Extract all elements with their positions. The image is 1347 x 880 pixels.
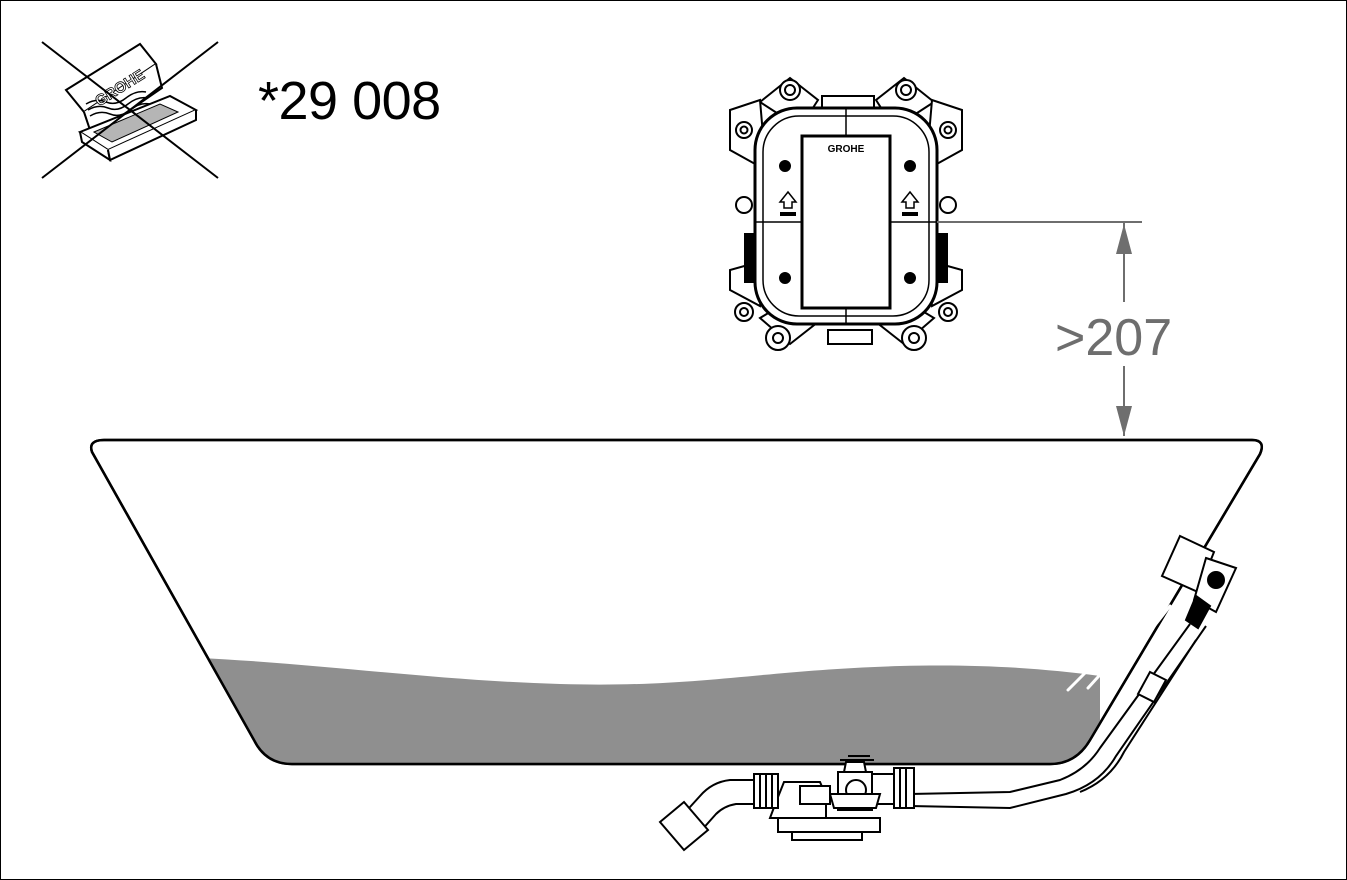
water-jet <box>1066 594 1180 694</box>
grohe-body-logo: GROHE <box>828 144 865 155</box>
not-included-package-icon: GROHE <box>41 41 219 179</box>
bath-water <box>150 656 1100 764</box>
overflow-spout <box>1160 534 1238 630</box>
up-arrow-icon <box>900 190 920 209</box>
bathtub <box>90 438 1263 766</box>
minimum-height-dimension: >207 <box>1055 309 1173 367</box>
drain-waste-assembly <box>658 755 915 852</box>
up-arrow-icon <box>778 190 798 209</box>
overflow-pipe <box>909 623 1207 810</box>
concealed-body-unit <box>729 76 963 351</box>
part-number-label: *29 008 <box>258 71 441 131</box>
dimension-indicator <box>937 221 1142 436</box>
